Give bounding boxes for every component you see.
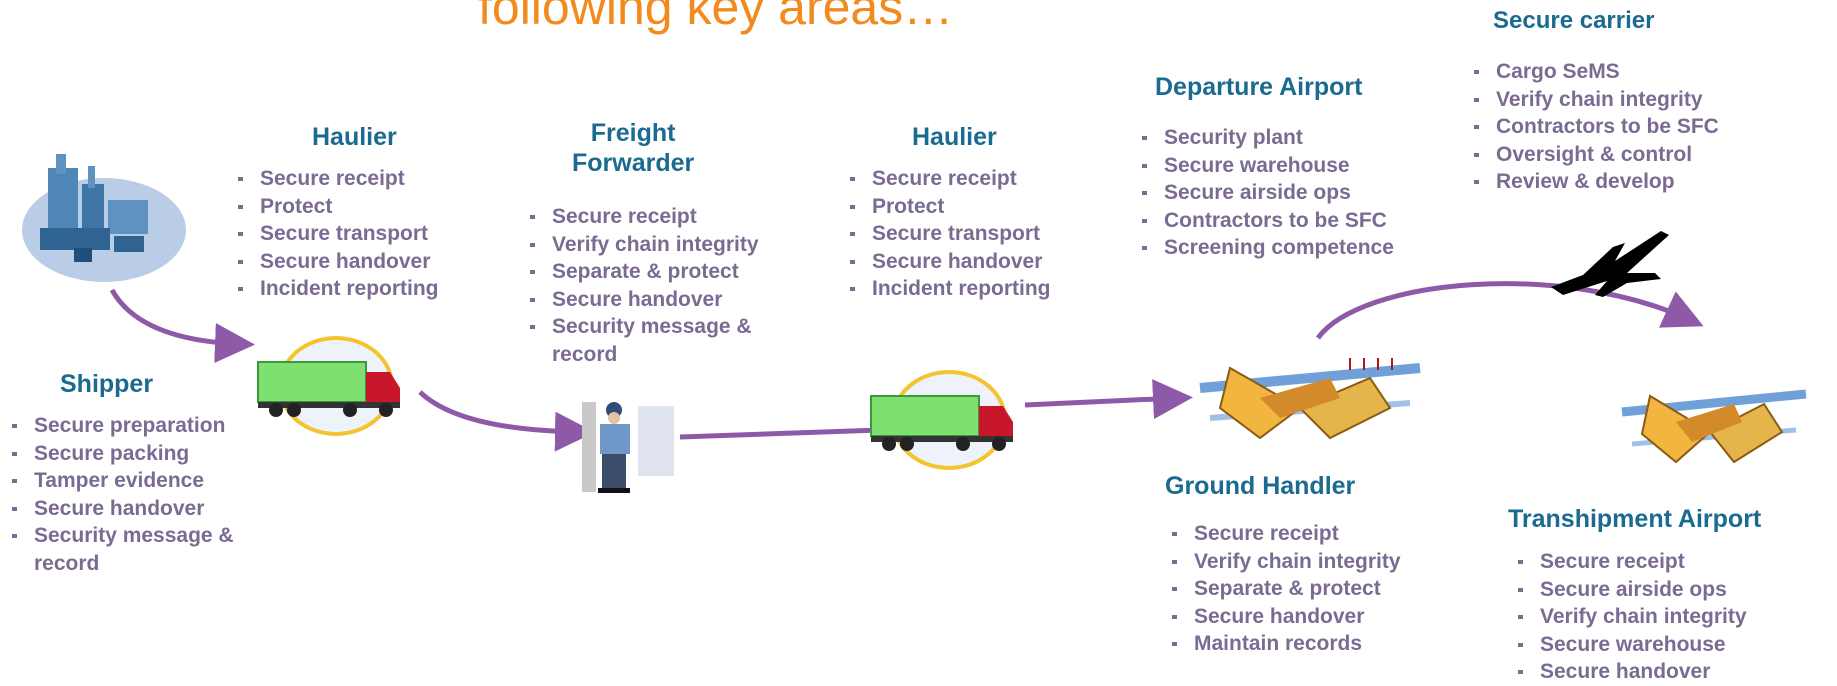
list-item: Secure receipt [528,203,818,231]
shipper-list: Secure preparation Secure packing Tamper… [10,412,270,577]
secure-carrier-heading: Secure carrier [1493,7,1655,34]
list-item: Protect [848,193,1051,221]
list-item: Oversight & control [1472,141,1719,169]
haulier-list: Secure receipt Protect Secure transport … [848,165,1051,303]
list-item: Verify chain integrity [1170,548,1401,576]
list-item: Secure receipt [236,165,439,193]
list-item: Separate & protect [1170,575,1401,603]
list-item: Secure preparation [10,412,270,440]
list-item: Security message & record [10,522,244,577]
list-item: Contractors to be SFC [1140,207,1394,235]
list-item: Secure receipt [848,165,1051,193]
list-item: Secure handover [1516,658,1747,686]
shipper-heading: Shipper [60,370,154,398]
secure-carrier-list: Cargo SeMS Verify chain integrity Contra… [1472,58,1719,196]
airport-icon [1621,389,1807,464]
heading-line: Forwarder [572,149,695,177]
list-item: Verify chain integrity [528,231,818,259]
transhipment-airport-list: Secure receipt Secure airside ops Verify… [1516,548,1747,686]
haulier-heading: Haulier [312,123,397,151]
arrow-departure-to-transhipment [1315,281,1704,340]
list-item: Security plant [1140,124,1394,152]
freight-forwarder-list: Secure receipt Verify chain integrity Se… [528,203,818,368]
list-item: Screening competence [1140,234,1394,262]
list-item: Secure warehouse [1516,631,1747,659]
list-item: Secure receipt [1516,548,1747,576]
truck-icon [870,370,1013,470]
heading-line: Freight [590,119,676,147]
departure-airport-list: Security plant Secure warehouse Secure a… [1140,124,1394,262]
list-item: Cargo SeMS [1472,58,1719,86]
list-item: Secure handover [528,286,818,314]
airplane-icon [1551,231,1669,297]
freight-forwarder-heading: Freight Forwarder [572,118,694,178]
list-item: Protect [236,193,439,221]
arrow-haulier-to-airport [1024,379,1193,420]
factory-icon [22,154,186,282]
list-item: Secure warehouse [1140,152,1394,180]
list-item: Secure airside ops [1516,576,1747,604]
list-item: Secure transport [236,220,439,248]
haulier-heading: Haulier [912,123,997,151]
list-item: Verify chain integrity [1516,603,1747,631]
truck-icon [257,336,400,436]
list-item: Secure handover [10,495,270,523]
transhipment-airport-heading: Transhipment Airport [1508,505,1762,533]
arrow-forwarder-to-haulier [679,427,881,440]
list-item: Contractors to be SFC [1472,113,1719,141]
list-item: Secure receipt [1170,520,1401,548]
list-item: Incident reporting [236,275,439,303]
departure-airport-heading: Departure Airport [1155,73,1363,101]
list-item: Secure handover [848,248,1051,276]
list-item: Secure transport [848,220,1051,248]
list-item: Verify chain integrity [1472,86,1719,114]
arrow-haulier-to-forwarder [418,390,595,452]
list-item: Secure handover [236,248,439,276]
haulier-list: Secure receipt Protect Secure transport … [236,165,439,303]
security-guard-icon [582,402,674,493]
list-item: Incident reporting [848,275,1051,303]
slide-title: following key areas… [478,0,954,35]
list-item: Secure packing [10,440,270,468]
list-item: Tamper evidence [10,467,270,495]
list-item: Secure handover [1170,603,1401,631]
list-item: Secure airside ops [1140,179,1394,207]
ground-handler-list: Secure receipt Verify chain integrity Se… [1170,520,1401,658]
ground-handler-heading: Ground Handler [1165,472,1356,500]
list-item: Review & develop [1472,168,1719,196]
list-item: Security message & record [528,313,802,368]
airport-icon [1199,358,1421,440]
list-item: Maintain records [1170,630,1401,658]
arrow-shipper-to-haulier [109,288,255,363]
list-item: Separate & protect [528,258,818,286]
